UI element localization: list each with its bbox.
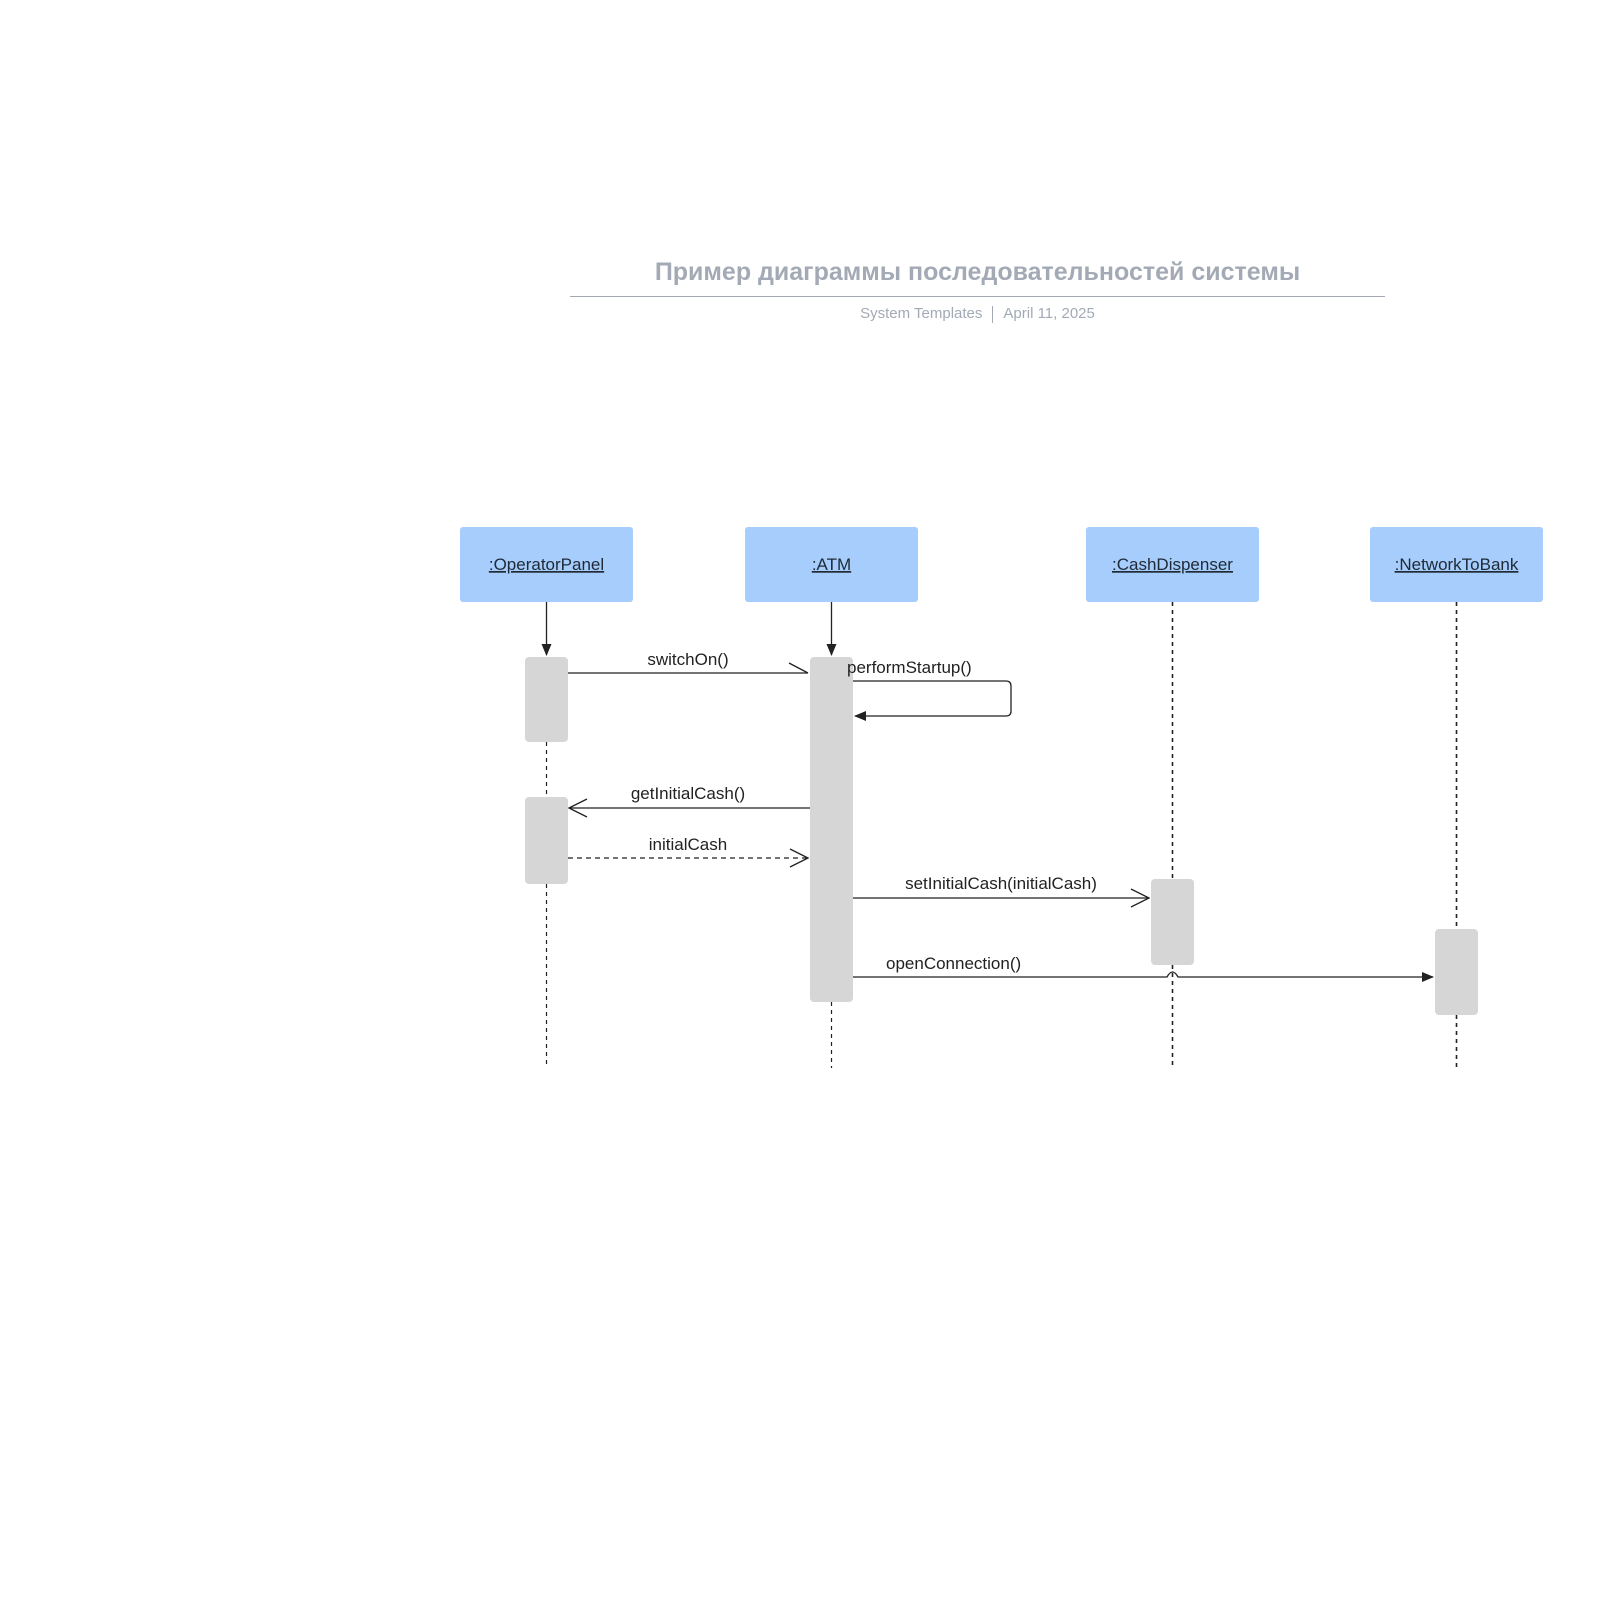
activation-bar-operator-panel[interactable]: [525, 797, 568, 884]
message-line: [853, 971, 1434, 982]
lifeline-label-network-to-bank: :NetworkToBank: [1395, 555, 1519, 574]
lifeline-atm[interactable]: :ATM: [745, 527, 918, 602]
message-label-open-connection: openConnection(): [886, 954, 1021, 973]
meta-separator: [992, 305, 994, 323]
message-label-switch-on: switchOn(): [647, 650, 728, 669]
lifeline-operator-panel[interactable]: :OperatorPanel: [460, 527, 633, 602]
lifeline-head-atm[interactable]: [745, 527, 918, 602]
message-label-perform-startup: performStartup(): [847, 658, 972, 677]
message-perform-startup[interactable]: performStartup(): [847, 658, 1012, 721]
message-label-initial-cash: initialCash: [649, 835, 727, 854]
diagram-title: Пример диаграммы последовательностей сис…: [654, 258, 1301, 286]
message-switch-on[interactable]: switchOn(): [568, 650, 809, 674]
lifeline-label-atm: :ATM: [812, 555, 851, 574]
author-label: System Templates: [860, 305, 983, 322]
message-set-initial-cash[interactable]: setInitialCash(initialCash): [853, 874, 1149, 898]
message-open-connection[interactable]: openConnection(): [853, 954, 1434, 982]
lifeline-network-to-bank[interactable]: :NetworkToBank: [1370, 527, 1543, 602]
diagram-meta: System Templates April 11, 2025: [570, 305, 1385, 323]
activation-bar-operator-panel[interactable]: [525, 657, 568, 742]
lifeline-head-cash-dispenser[interactable]: [1086, 527, 1259, 602]
half-arrowhead-icon: [788, 662, 809, 674]
message-initial-cash[interactable]: initialCash: [568, 835, 808, 858]
message-get-initial-cash[interactable]: getInitialCash(): [569, 784, 810, 808]
activation-bar-atm[interactable]: [810, 657, 853, 1002]
lifeline-head-operator-panel[interactable]: [460, 527, 633, 602]
lifeline-label-cash-dispenser: :CashDispenser: [1112, 555, 1233, 574]
activation-bar-network-to-bank[interactable]: [1435, 929, 1478, 1015]
activation-bar-cash-dispenser[interactable]: [1151, 879, 1194, 965]
lifeline-head-network-to-bank[interactable]: [1370, 527, 1543, 602]
lifeline-label-operator-panel: :OperatorPanel: [489, 555, 604, 574]
self-call-line: [853, 680, 1012, 721]
date-label: April 11, 2025: [1003, 305, 1095, 322]
title-divider: [570, 296, 1385, 297]
message-label-get-initial-cash: getInitialCash(): [631, 784, 745, 803]
lifeline-cash-dispenser[interactable]: :CashDispenser: [1086, 527, 1259, 602]
message-label-set-initial-cash: setInitialCash(initialCash): [905, 874, 1097, 893]
